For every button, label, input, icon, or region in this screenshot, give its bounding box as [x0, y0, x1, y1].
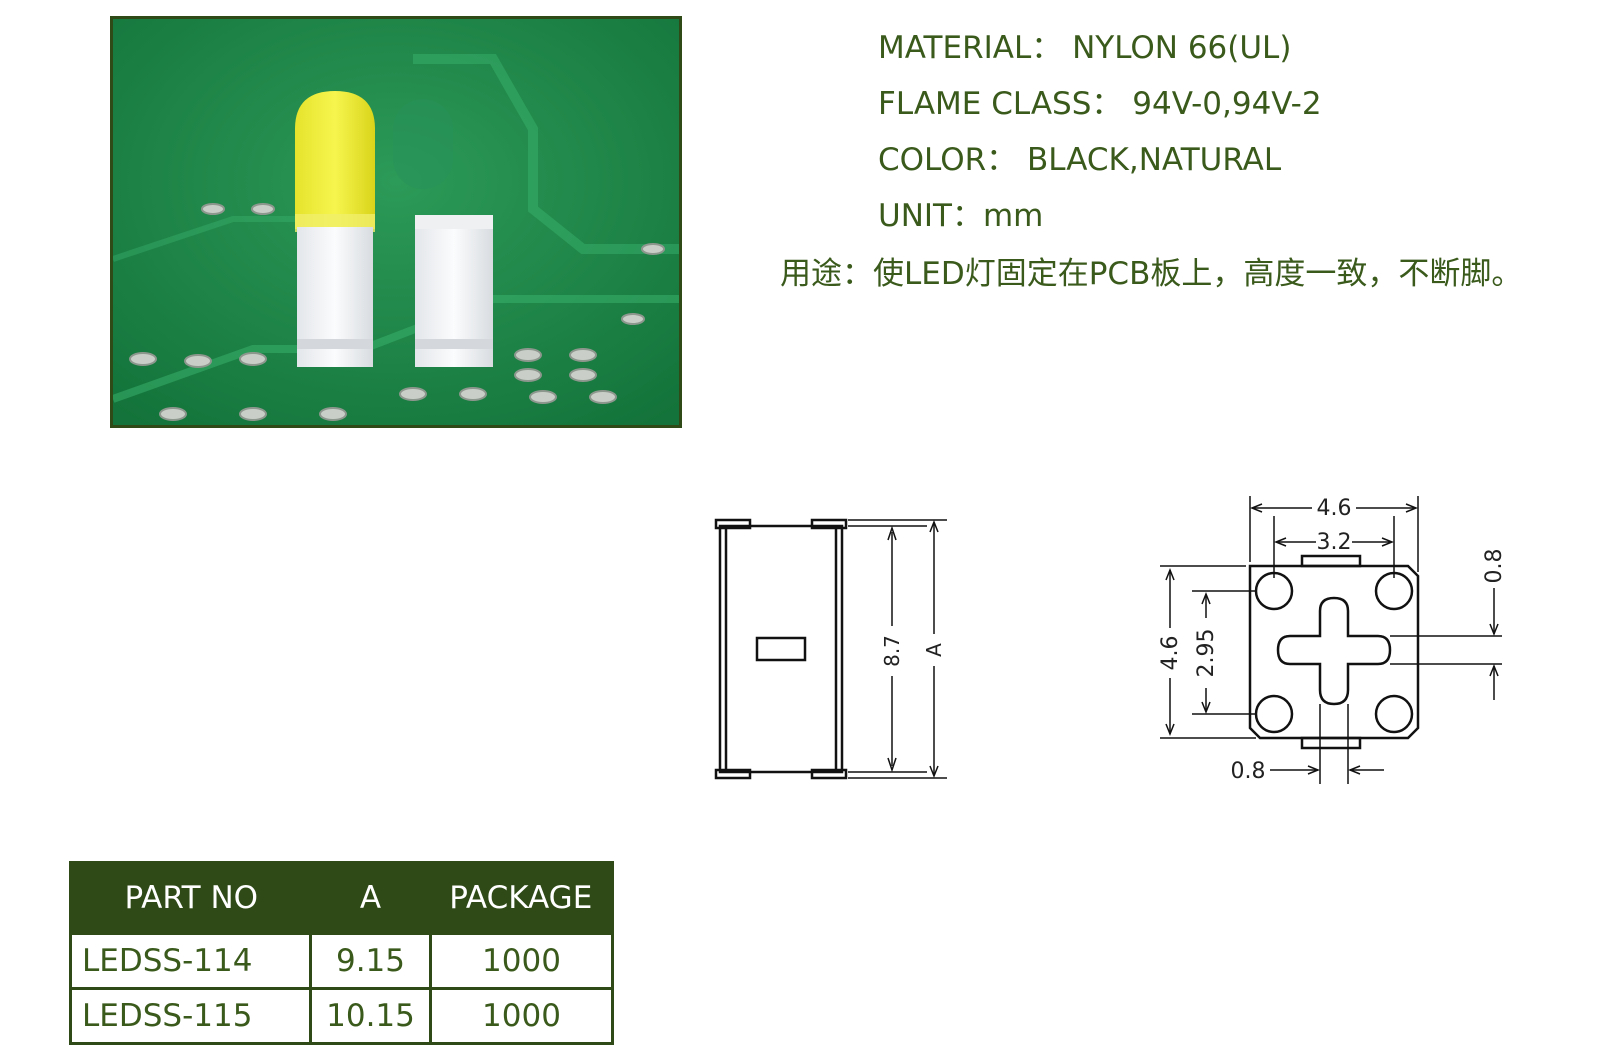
dim-overall-label: A: [922, 643, 946, 657]
product-photo: [110, 16, 682, 428]
spec-usage: 用途：使LED灯固定在PCB板上，高度一致，不断脚。: [780, 256, 1523, 292]
top-view-svg: 4.6 3.2 4.6 2.95 0.8 0.8: [1158, 496, 1507, 784]
product-photo-illustration: [113, 19, 679, 425]
dim-width-outer: 4.6: [1317, 496, 1352, 521]
cell-package: 1000: [429, 932, 614, 990]
spec-unit: UNIT：mm: [878, 198, 1044, 234]
header-part-no: PART NO: [70, 862, 311, 934]
dim-tab-right: 0.8: [1482, 549, 1507, 584]
dim-width-inner: 3.2: [1317, 530, 1352, 555]
table-row: LEDSS-114 9.15 1000: [69, 932, 614, 990]
cell-a: 9.15: [309, 932, 432, 990]
spec-color: COLOR： BLACK,NATURAL: [878, 142, 1282, 178]
cell-a: 10.15: [309, 987, 432, 1045]
side-view-drawing: 8.7 A: [712, 516, 982, 790]
dim-height-label: 8.7: [880, 635, 904, 667]
parts-table: PART NO A PACKAGE LEDSS-114 9.15 1000 LE…: [69, 861, 614, 1045]
side-view-svg: 8.7 A: [714, 518, 947, 780]
cell-package: 1000: [429, 987, 614, 1045]
spec-flame-class: FLAME CLASS： 94V-0,94V-2: [878, 86, 1322, 122]
cell-part-no: LEDSS-115: [69, 987, 312, 1045]
dim-tab-bottom: 0.8: [1231, 759, 1266, 784]
table-header-row: PART NO A PACKAGE: [70, 862, 613, 934]
cell-part-no: LEDSS-114: [69, 932, 312, 990]
header-a: A: [310, 862, 431, 934]
top-view-drawing: 4.6 3.2 4.6 2.95 0.8 0.8: [1140, 488, 1520, 822]
spec-material: MATERIAL： NYLON 66(UL): [878, 30, 1292, 66]
dim-height-outer: 4.6: [1158, 636, 1183, 671]
table-row: LEDSS-115 10.15 1000: [69, 987, 614, 1045]
header-package: PACKAGE: [430, 862, 613, 934]
dim-height-inner: 2.95: [1194, 629, 1219, 678]
